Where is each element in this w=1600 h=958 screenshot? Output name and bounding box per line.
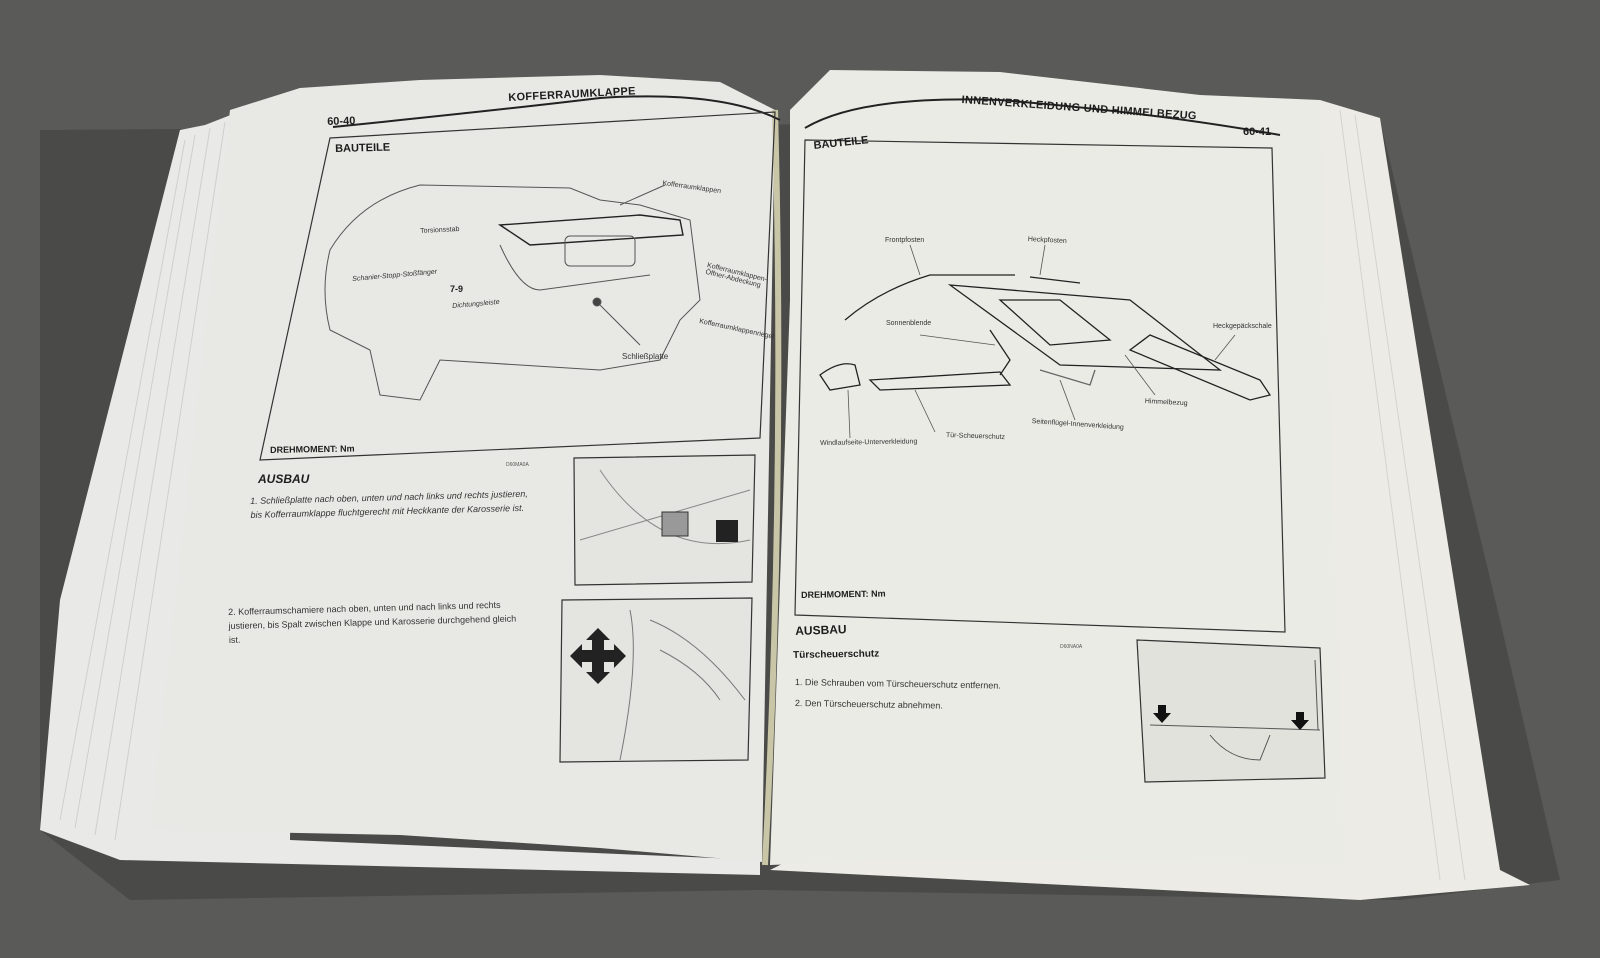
right-subsection-title: Türscheuerschutz [793, 648, 880, 661]
left-photo-1 [573, 454, 756, 586]
left-header-rule [332, 95, 781, 128]
arrow-down-icon [1291, 712, 1309, 730]
label-torque: 7-9 [450, 284, 464, 294]
left-photo-2 [559, 597, 753, 763]
label-schliessplatte: Schließplatte [622, 352, 669, 361]
left-section-title: BAUTEILE [335, 141, 391, 155]
trunk-diagram [324, 184, 701, 401]
headliner-diagram [819, 274, 1272, 401]
gutter [762, 109, 782, 866]
right-torque-unit: DREHMOMENT: Nm [801, 588, 886, 600]
left-torque-unit: DREHMOMENT: Nm [270, 443, 355, 455]
label-heckgepaeck: Heckgepäckschale [1213, 323, 1272, 330]
page-edge-lines [59, 121, 226, 841]
right-edge-lines [1339, 109, 1466, 881]
right-figure-code: D60NA0A [1060, 644, 1083, 650]
right-header-rule [804, 98, 1281, 136]
move-arrows-icon [570, 628, 626, 684]
label-sonnenblende: Sonnenblende [886, 320, 932, 327]
leader-lines [847, 244, 1236, 439]
right-page-stack [770, 100, 1530, 900]
adjust-arrows-icon [716, 520, 738, 542]
right-photo [1136, 639, 1326, 783]
left-figure-code: D60MA0A [506, 462, 529, 468]
arrow-down-icon [1153, 705, 1171, 723]
left-removal-title: AUSBAU [258, 472, 310, 486]
right-step-2: 2. Den Türscheuerschutz abnehmen. [794, 697, 943, 711]
label-frontpfosten: Frontpfosten [885, 237, 925, 244]
left-page-number: 60-40 [327, 115, 356, 128]
left-step-2: 2. Kofferraumschamiere nach oben, unten … [228, 599, 517, 645]
right-diagram-frame [794, 139, 1286, 633]
right-removal-title: AUSBAU [795, 622, 847, 638]
right-page-number: 60-41 [1243, 126, 1272, 138]
left-diagram-frame [259, 111, 776, 461]
